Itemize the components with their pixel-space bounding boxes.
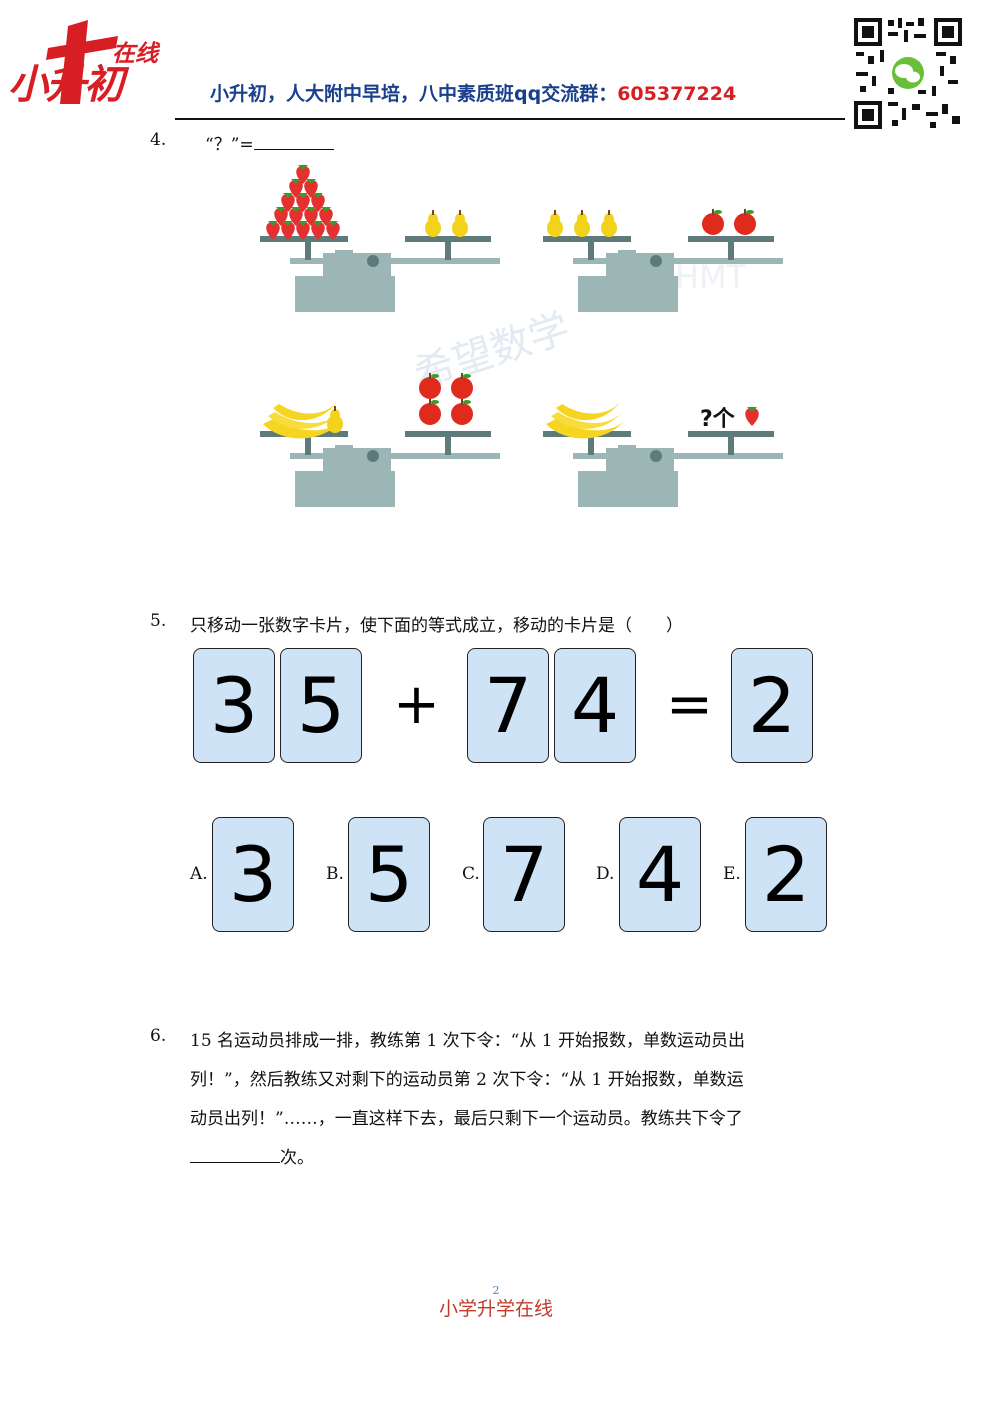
footer-text: 小学升学在线 [438,1298,553,1320]
logo-text: 小升初 [8,62,124,108]
equation-card-5: 2 [731,648,813,763]
qq-number: 605377224 [617,83,737,105]
option-c-label: C. [462,864,480,884]
option-b-label: B. [326,864,344,884]
option-d-label: D. [596,864,615,884]
equation-card-2: 5 [280,648,362,763]
question-count-label: ?个 [700,407,735,432]
option-c-card[interactable]: 7 [483,817,565,932]
q6-line-2: 列！”，然后教练又对剩下的运动员第 2 次下令：“从 1 开始报数，单数运 [190,1070,744,1090]
balance-scales-illustration: 希望数学 HMT [260,165,783,507]
q6-suffix: 次。 [280,1148,314,1168]
option-e-card[interactable]: 2 [745,817,827,932]
plus-sign: + [393,672,440,737]
q6-line-4: 次。 [190,1143,314,1168]
option-a-card[interactable]: 3 [212,817,294,932]
header-title-text: 小升初，人大附中早培，八中素质班qq交流群： [210,83,618,105]
equation-card-4: 4 [554,648,636,763]
q4-text: “？”= [205,130,334,155]
q6-line-3: 动员出列！”……，一直这样下去，最后只剩下一个运动员。教练共下令了 [190,1109,743,1129]
header-title: 小升初，人大附中早培，八中素质班qq交流群：605377224 [210,79,736,106]
equation-card-1: 3 [193,648,275,763]
q6-answer-blank [190,1146,280,1163]
equation-card-3: 7 [467,648,549,763]
logo-subtext: 在线 [112,41,158,67]
q6-line-1: 15 名运动员排成一排，教练第 1 次下令：“从 1 开始报数，单数运动员出 [190,1031,745,1051]
option-b-card[interactable]: 5 [348,817,430,932]
qr-code [852,16,964,131]
option-d-card[interactable]: 4 [619,817,701,932]
option-e-label: E. [723,864,741,884]
page-number: 2 [492,1284,500,1297]
header-divider [175,118,845,120]
q4-number: 4. [150,130,167,150]
q4-answer-blank [253,133,334,150]
equals-sign: = [666,672,713,737]
q4-prompt: “？”= [205,135,254,155]
q6-number: 6. [150,1026,167,1046]
option-a-label: A. [190,864,208,884]
svg-text:HMT: HMT [675,258,747,296]
q5-number: 5. [150,611,167,631]
logo-mark [46,20,118,104]
q5-text: 只移动一张数字卡片，使下面的等式成立，移动的卡片是（ ） [190,616,683,636]
